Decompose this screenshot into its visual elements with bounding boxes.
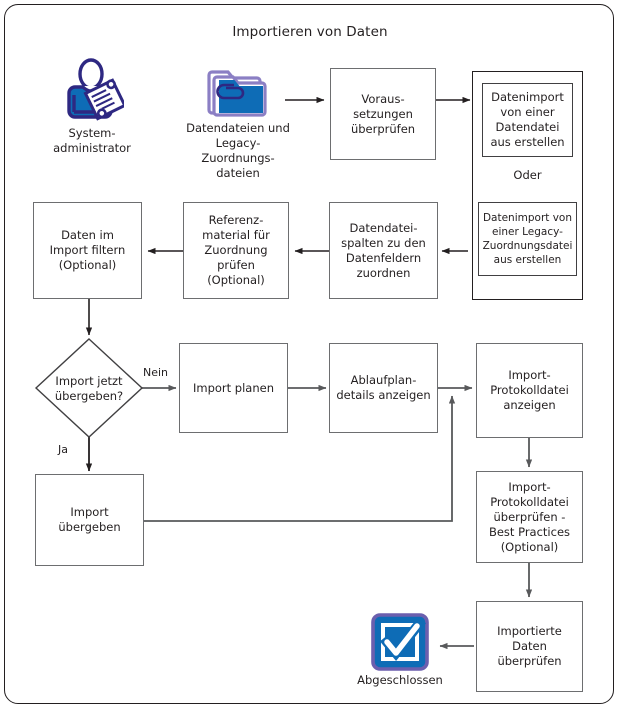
node-datenimport-datei-line2: von einer (500, 105, 555, 119)
node-filtern-line2: Import filtern (49, 243, 126, 257)
node-datenimport-legacy-line1: Datenimport von (482, 212, 573, 224)
node-protokoll-anzeigen-line2: Protokolldatei (490, 383, 569, 397)
node-ablaufplan-line2: details anzeigen (336, 388, 431, 402)
node-protokoll-pruefen-line3: überprüfen - (493, 509, 566, 524)
decision-label-line1: Import jetzt (55, 374, 123, 388)
node-protokoll-anzeigen-line1: Import- (508, 368, 551, 382)
node-importierte-line2: Daten (512, 639, 547, 653)
node-ablaufplan-line1: Ablaufplan- (350, 373, 417, 387)
node-protokoll-pruefen-line1: Import- (508, 479, 551, 494)
node-protokoll-pruefen-line2: Protokolldatei (490, 494, 569, 509)
node-spalten-line3: Datenfeldern (345, 250, 422, 265)
node-spalten-line4: zuordnen (356, 265, 411, 280)
edge-label-nein: Nein (143, 366, 169, 379)
node-protokoll-anzeigen-line3: anzeigen (503, 398, 556, 412)
node-protokoll-pruefen-line4: Best Practices (488, 524, 571, 539)
node-referenz-line4: prüfen (217, 258, 255, 272)
node-referenzmaterial-pruefen[interactable]: Referenz- material für Zuordnung prüfen … (183, 202, 289, 299)
node-datenimport-legacy-line2: einer Legacy- (492, 226, 563, 238)
folder-documents-icon (206, 62, 270, 120)
node-spalten-line1: Datendatei- (349, 220, 418, 235)
page-title: Importieren von Daten (232, 24, 388, 40)
decision-label-line2: übergeben? (54, 389, 124, 403)
node-ablaufplandetails-anzeigen[interactable]: Ablaufplan- details anzeigen (329, 343, 438, 433)
node-referenz-line1: Referenz- (208, 213, 264, 227)
node-daten-im-import-filtern[interactable]: Daten im Import filtern (Optional) (33, 202, 142, 299)
data-files-label-line1: Datendateien und (186, 121, 290, 135)
node-datenimport-legacy-line4: aus erstellen (493, 254, 562, 266)
node-uebergeben-line1: Import (70, 505, 109, 519)
data-files-label-line3: Zuordnungs- (201, 151, 275, 165)
node-voraussetzungen-line2: setzungen (353, 106, 413, 121)
node-voraussetzungen-ueberpruefen[interactable]: Voraus- setzungen überprüfen (330, 68, 436, 160)
node-uebergeben-line2: übergeben (58, 520, 121, 534)
node-spalten-line2: spalten zu den (341, 235, 426, 250)
node-datenimport-datei-line3: Datendatei (495, 120, 560, 134)
node-datenimport-aus-datendatei[interactable]: Datenimport von einer Datendatei aus ers… (482, 83, 573, 157)
node-import-protokolldatei-ueberpruefen[interactable]: Import- Protokolldatei überprüfen - Best… (476, 471, 583, 563)
system-administrator-icon (60, 57, 127, 121)
data-files-label-line4: dateien (216, 166, 260, 180)
oder-label: Oder (513, 167, 542, 182)
node-filtern-line1: Daten im (61, 228, 114, 242)
node-protokoll-pruefen-line5: (Optional) (500, 539, 559, 554)
node-importierte-line1: Importierte (497, 624, 562, 638)
node-voraussetzungen-line3: überprüfen (350, 121, 416, 136)
completed-label: Abgeschlossen (357, 673, 443, 687)
system-administrator-label-line1: System- (68, 126, 116, 140)
data-files-label-line2: Legacy- (215, 136, 261, 150)
node-datenimport-datei-line1: Datenimport (491, 90, 564, 104)
node-datendateispalten-zuordnen[interactable]: Datendatei- spalten zu den Datenfeldern … (329, 202, 438, 299)
node-referenz-line2: material für (202, 228, 270, 242)
node-referenz-line3: Zuordnung (204, 243, 268, 257)
decision-label: Import jetzt übergeben? (39, 373, 139, 405)
edge-label-ja: Ja (58, 443, 68, 456)
node-datenimport-legacy-line3: Zuordnungsdatei (482, 240, 573, 252)
node-referenz-line5: (Optional) (207, 273, 265, 287)
node-import-jetzt-uebergeben-decision[interactable] (34, 337, 144, 439)
node-importierte-daten-ueberpruefen[interactable]: Importierte Daten überprüfen (476, 601, 583, 692)
checkmark-box-icon (371, 613, 429, 671)
system-administrator-label-line2: administrator (53, 141, 131, 155)
data-files-label: Datendateien und Legacy- Zuordnungs- dat… (170, 121, 306, 181)
node-import-uebergeben[interactable]: Import übergeben (35, 474, 144, 566)
node-datenimport-datei-line4: aus erstellen (490, 135, 565, 149)
node-import-protokolldatei-anzeigen[interactable]: Import- Protokolldatei anzeigen (476, 343, 583, 438)
node-import-planen[interactable]: Import planen (179, 343, 288, 433)
node-filtern-line3: (Optional) (58, 258, 117, 272)
node-datenimport-aus-legacy-zuordnungsdatei[interactable]: Datenimport von einer Legacy- Zuordnungs… (478, 202, 577, 276)
node-import-planen-line1: Import planen (192, 380, 275, 395)
node-importierte-line3: überprüfen (497, 654, 562, 668)
node-voraussetzungen-line1: Voraus- (361, 91, 405, 106)
system-administrator-label: System- administrator (32, 126, 152, 156)
